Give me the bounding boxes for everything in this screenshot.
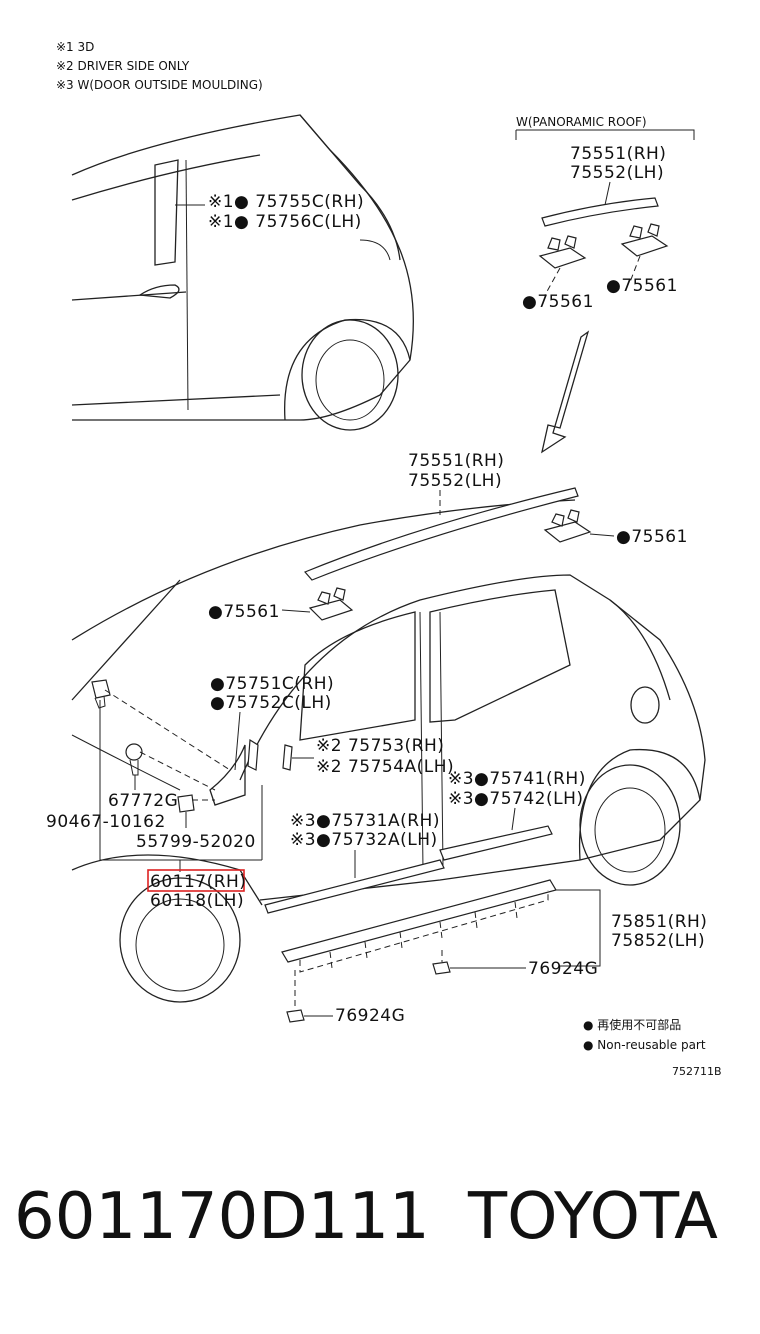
label-60117: 60117(RH): [150, 872, 246, 892]
clip-90467: [91, 679, 111, 709]
label-75754a: ※2 75754A(LH): [316, 757, 454, 777]
label-55799: 55799-52020: [136, 832, 256, 852]
direction-arrow: [541, 330, 590, 454]
label-75852: 75852(LH): [611, 931, 705, 951]
note-2: ※2 DRIVER SIDE ONLY: [56, 59, 190, 73]
roof-rail-panoramic: [541, 197, 659, 227]
label-75742: ※3●75742(LH): [448, 789, 584, 809]
legend-en: ● Non-reusable part: [583, 1038, 706, 1052]
label-75741: ※3●75741(RH): [448, 769, 586, 789]
note-1: ※1 3D: [56, 40, 94, 54]
door-moulding-front: [264, 859, 445, 914]
panoramic-title: W(PANORAMIC ROOF): [516, 115, 647, 129]
clip-75561-c: [543, 509, 592, 543]
note-3: ※3 W(DOOR OUTSIDE MOULDING): [56, 78, 263, 92]
clip-76924g-a: [432, 961, 451, 975]
roof-rail-main: [303, 487, 579, 581]
footer-part-number: 601170D111: [14, 1180, 430, 1254]
clip-75561-a: [538, 235, 587, 269]
label-75552: 75552(LH): [408, 471, 502, 491]
upper-car-sketch: [71, 114, 414, 431]
label-75551-top: 75551(RH): [570, 144, 666, 164]
clip-67772g: [125, 743, 143, 776]
main-car-sketch: [71, 499, 706, 1003]
label-60118: 60118(LH): [150, 891, 244, 911]
label-75851: 75851(RH): [611, 912, 707, 932]
label-75561-c: ●75561: [616, 527, 688, 547]
label-76924g-a: 76924G: [528, 959, 598, 979]
legend-jp: ● 再使用不可部品: [583, 1017, 681, 1032]
label-75561-a: ●75561: [522, 292, 594, 312]
clip-75561-d: [308, 587, 354, 621]
clip-55799: [177, 794, 195, 813]
door-moulding-rear: [439, 825, 553, 861]
label-76924g-b: 76924G: [335, 1006, 405, 1026]
label-75756c: ※1● 75756C(LH): [208, 212, 362, 232]
clip-76924g-b: [286, 1009, 305, 1023]
clip-75561-b: [620, 223, 669, 257]
label-67772g: 67772G: [108, 791, 178, 811]
panoramic-bracket: [515, 129, 695, 140]
label-75755c: ※1● 75755C(RH): [208, 192, 364, 212]
label-75561-b: ●75561: [606, 276, 678, 296]
label-75732a: ※3●75732A(LH): [290, 830, 438, 850]
label-75753: ※2 75753(RH): [316, 736, 444, 756]
footer-brand: TOYOTA: [468, 1180, 718, 1254]
diagram-code: 752711B: [672, 1065, 722, 1078]
label-75731a: ※3●75731A(RH): [290, 811, 440, 831]
label-75552-top: 75552(LH): [570, 163, 664, 183]
label-75751c: ●75751C(RH): [210, 674, 334, 694]
highlight-box-60117: [147, 869, 245, 892]
label-90467: 90467-10162: [46, 812, 166, 832]
label-75551: 75551(RH): [408, 451, 504, 471]
footer: 601170D111 TOYOTA: [0, 1180, 760, 1300]
label-75561-d: ●75561: [208, 602, 280, 622]
label-75752c: ●75752C(LH): [210, 693, 332, 713]
